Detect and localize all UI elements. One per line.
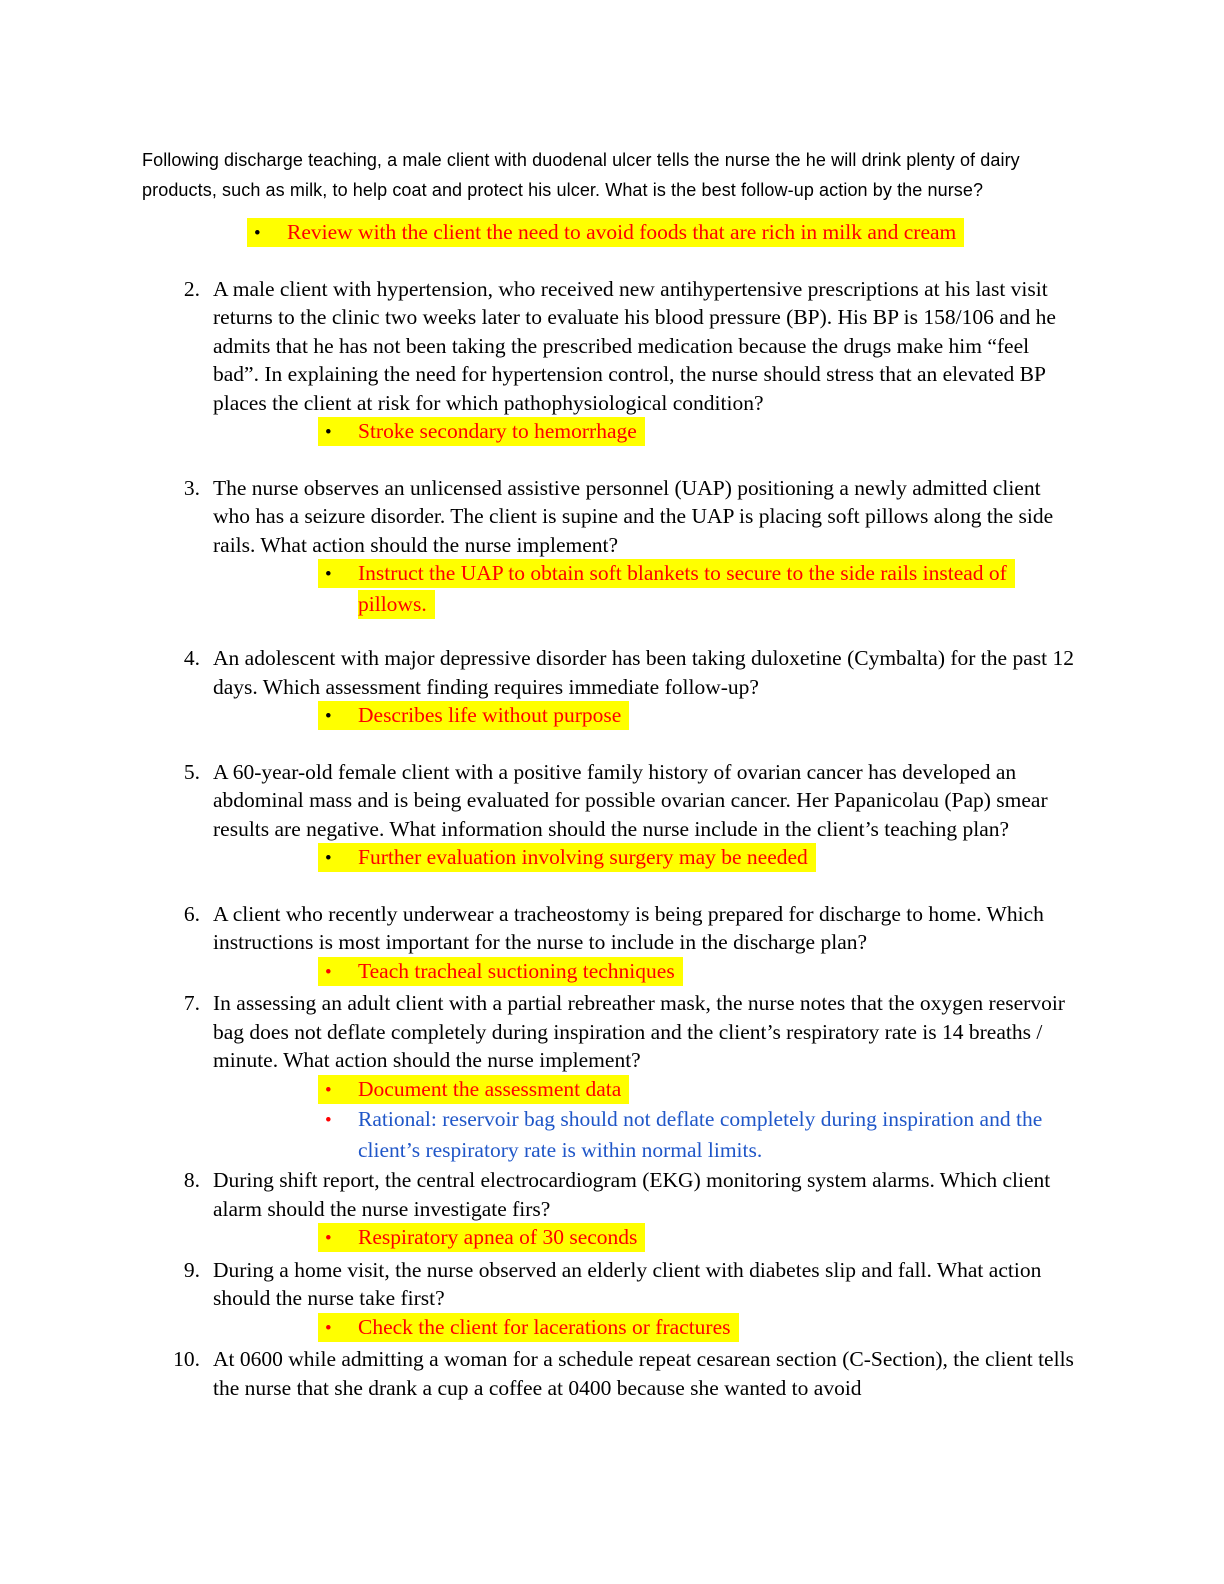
question-item: 2. A male client with hypertension, who … <box>142 275 1079 448</box>
answer-bullet-row: • Further evaluation involving surgery ma… <box>318 843 1079 874</box>
highlighted-answer: • Review with the client the need to avoi… <box>247 218 965 247</box>
bullet-icon: • <box>325 1317 332 1339</box>
answer-text: Review with the client the need to avoid… <box>287 220 957 244</box>
rational-text: Rational: reservoir bag should not defla… <box>358 1107 1043 1162</box>
question-text: At 0600 while admitting a woman for a sc… <box>213 1347 1074 1400</box>
answer-bullet-row: • Stroke secondary to hemorrhage <box>318 417 1079 448</box>
intro-question-text: Following discharge teaching, a male cli… <box>142 150 1020 200</box>
question-item: 10. At 0600 while admitting a woman for … <box>142 1345 1079 1402</box>
question-number: 7. <box>183 991 200 1015</box>
question-text: An adolescent with major depressive diso… <box>213 646 1074 699</box>
question-item: 9. During a home visit, the nurse observ… <box>142 1256 1079 1344</box>
bullet-icon: • <box>325 706 332 727</box>
question-number: 5. <box>183 759 200 784</box>
question-number: 4. <box>183 646 200 670</box>
bullet-icon: • <box>325 1079 332 1101</box>
question-item: 3. The nurse observes an unlicensed assi… <box>142 474 1079 619</box>
question-number: 9. <box>183 1257 200 1282</box>
bullet-icon: • <box>325 1228 332 1249</box>
highlighted-answer: • Describes life without purpose <box>318 701 630 730</box>
question-item: 7. In assessing an adult client with a p… <box>142 989 1079 1164</box>
question-text: A client who recently underwear a trache… <box>213 901 1044 955</box>
answer-text: Respiratory apnea of 30 seconds <box>358 1225 638 1249</box>
highlighted-answer: • Respiratory apnea of 30 seconds <box>318 1223 646 1252</box>
rational-note: • Rational: reservoir bag should not defl… <box>318 1107 1042 1162</box>
highlighted-answer: • Instruct the UAP to obtain soft blanket… <box>318 559 1015 619</box>
question-item: 6. A client who recently underwear a tra… <box>142 900 1079 988</box>
bullet-icon: • <box>325 422 332 443</box>
question-text: In assessing an adult client with a part… <box>213 991 1065 1072</box>
answer-text: Teach tracheal suctioning techniques <box>358 958 675 983</box>
bullet-icon: • <box>325 961 332 983</box>
question-item: 8. During shift report, the central elec… <box>142 1166 1079 1254</box>
question-item: 5. A 60-year-old female client with a po… <box>142 758 1079 874</box>
question-text: During shift report, the central electro… <box>213 1168 1051 1221</box>
highlighted-answer: • Check the client for lacerations or fra… <box>318 1312 739 1342</box>
bullet-icon: • <box>254 223 261 244</box>
question-item: 4. An adolescent with major depressive d… <box>142 644 1079 732</box>
answer-text: Check the client for lacerations or frac… <box>358 1314 731 1339</box>
bullet-icon: • <box>325 564 332 585</box>
answer-bullet-row: • Document the assessment data <box>318 1074 1079 1106</box>
answer-bullet-row: • Respiratory apnea of 30 seconds <box>318 1223 1079 1254</box>
highlighted-answer: • Teach tracheal suctioning techniques <box>318 956 683 986</box>
question-number: 2. <box>183 276 200 301</box>
question-number: 10. <box>173 1347 200 1371</box>
question-number: 6. <box>183 901 200 926</box>
bullet-icon: • <box>325 848 332 869</box>
answer-text: Describes life without purpose <box>358 703 622 727</box>
rational-bullet-row: • Rational: reservoir bag should not defl… <box>318 1105 1079 1164</box>
answer-bullet-row: • Check the client for lacerations or fra… <box>318 1312 1079 1344</box>
answer-text: Instruct the UAP to obtain soft blankets… <box>358 561 1007 616</box>
answer-bullet-row: • Teach tracheal suctioning techniques <box>318 956 1079 988</box>
question-text: During a home visit, the nurse observed … <box>213 1257 1042 1311</box>
question-text: The nurse observes an unlicensed assisti… <box>213 475 1054 557</box>
question-number: 8. <box>183 1168 200 1192</box>
question-number: 3. <box>183 475 200 500</box>
question-text: A 60-year-old female client with a posit… <box>213 759 1048 841</box>
highlighted-answer: • Further evaluation involving surgery ma… <box>318 843 816 872</box>
answer-bullet-row: • Describes life without purpose <box>318 701 1079 732</box>
answer-text: Further evaluation involving surgery may… <box>358 845 808 869</box>
answer-bullet-row: • Instruct the UAP to obtain soft blanket… <box>318 559 1079 619</box>
question-text: A male client with hypertension, who rec… <box>213 276 1056 415</box>
highlighted-answer: • Document the assessment data <box>318 1074 630 1104</box>
answer-text: Stroke secondary to hemorrhage <box>358 419 637 443</box>
highlighted-answer: • Stroke secondary to hemorrhage <box>318 417 645 446</box>
answer-text: Document the assessment data <box>358 1076 622 1101</box>
answer-bullet-row: • Review with the client the need to avoi… <box>247 218 1079 249</box>
bullet-icon: • <box>325 1110 332 1131</box>
